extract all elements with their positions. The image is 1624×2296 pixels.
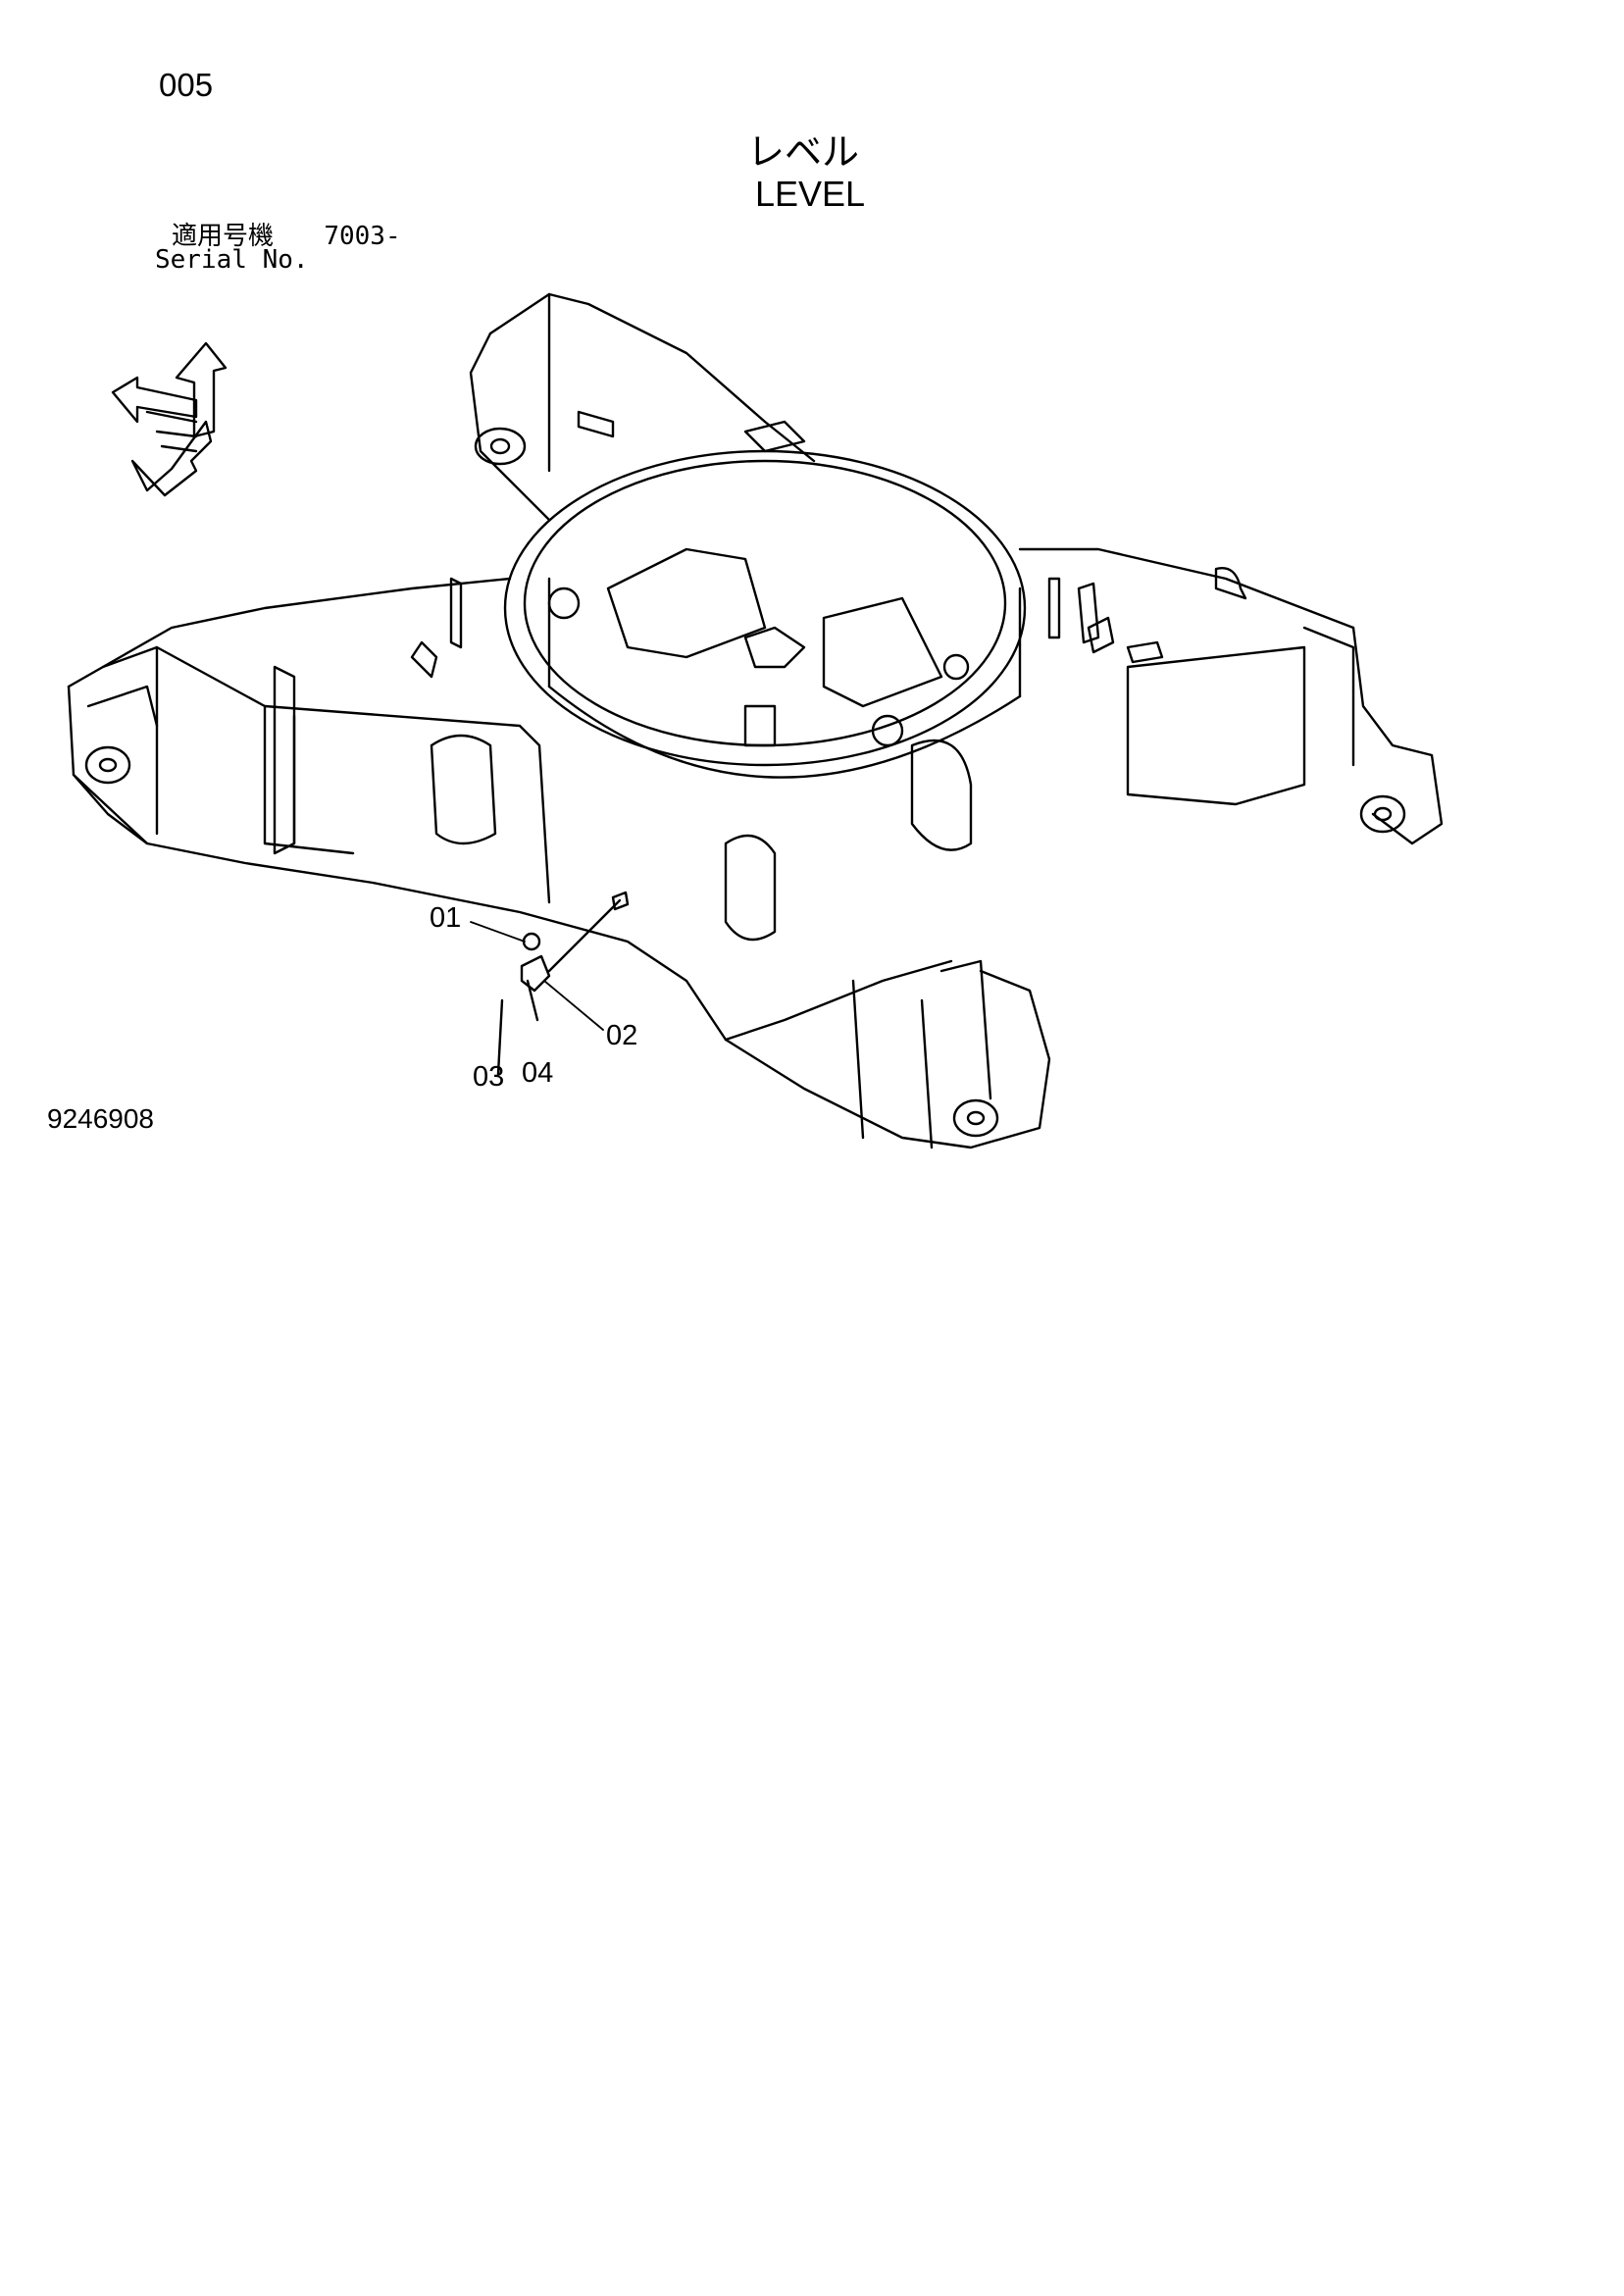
level-part	[496, 891, 630, 1076]
page-number: 005	[159, 67, 214, 103]
serial-line-jp: 適用号機 7003-	[172, 216, 401, 252]
drawing-number: 9246908	[47, 1103, 155, 1134]
serial-label-en: Serial No.	[155, 245, 309, 275]
direction-arrows-icon	[111, 341, 228, 497]
serial-value: 7003-	[324, 222, 401, 251]
callout-02: 02	[606, 1020, 638, 1051]
serial-label-jp: 適用号機	[172, 222, 275, 251]
title-japanese: レベル	[747, 132, 860, 174]
callout-03: 03	[473, 1061, 505, 1093]
callout-leaders	[470, 921, 604, 1031]
frame-outline	[67, 292, 1444, 1149]
callout-01: 01	[430, 902, 462, 934]
callout-04: 04	[522, 1057, 554, 1089]
title-english: LEVEL	[755, 174, 866, 214]
